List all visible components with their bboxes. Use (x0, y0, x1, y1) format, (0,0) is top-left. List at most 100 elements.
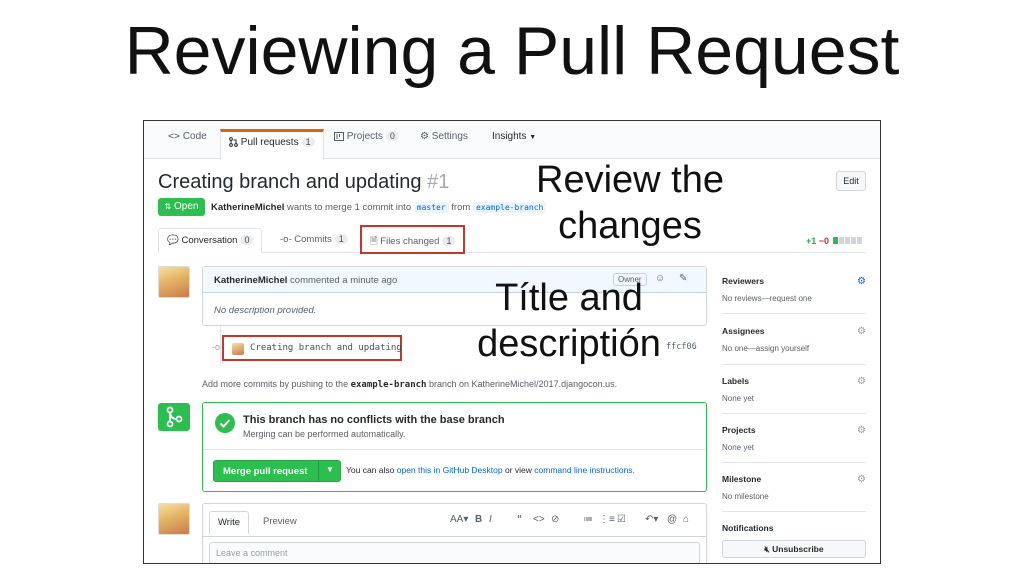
bookmark-icon[interactable]: ⌂ (683, 514, 690, 525)
push-hint-text: branch on (428, 379, 469, 389)
code-icon: <> (168, 131, 181, 142)
comment-timestamp: commented a minute ago (290, 275, 398, 286)
bold-icon[interactable]: B (475, 514, 483, 525)
merge-status-title: This branch has no conflicts with the ba… (243, 414, 505, 426)
sidebar-milestone-title: Milestone (722, 474, 762, 484)
mention-icon[interactable]: @ (667, 514, 678, 525)
sidebar-milestone[interactable]: Milestone No milestone ⚙ (722, 474, 866, 501)
comment-body: No description provided. (214, 305, 317, 316)
tab-preview[interactable]: Preview (263, 516, 297, 527)
head-branch[interactable]: example-branch (472, 202, 547, 213)
sidebar-notifications-title: Notifications (722, 523, 774, 533)
avatar[interactable] (158, 266, 190, 298)
comment-box: KatherineMichel commented a minute ago O… (202, 266, 707, 326)
quote-icon[interactable]: “ (517, 514, 522, 525)
italic-icon[interactable]: I (489, 514, 492, 525)
link-icon[interactable]: ⊘ (551, 514, 560, 525)
commit-sha[interactable]: ffcf06 (666, 342, 697, 352)
gear-icon[interactable]: ⚙ (857, 474, 866, 485)
caret-down-icon[interactable]: ▼ (326, 465, 334, 474)
pr-merge-text: wants to merge 1 commit into (287, 202, 412, 213)
code-icon[interactable]: <> (533, 514, 545, 525)
merge-status-subtitle: Merging can be performed automatically. (243, 429, 406, 439)
merge-button-separator (318, 461, 319, 481)
numbered-list-icon[interactable]: ⋮≡ (599, 514, 615, 525)
tab-insights[interactable]: Insights ▼ (492, 131, 536, 142)
sidebar-reviewers-value: No reviews—request one (722, 294, 812, 303)
pull-request-icon (229, 137, 238, 148)
tab-write[interactable]: Write (209, 511, 249, 534)
avatar (232, 343, 244, 355)
pr-title-text: Creating branch and updating (158, 171, 422, 193)
files-changed-highlight (360, 225, 465, 254)
pr-from-text: from (451, 202, 471, 213)
comment-input[interactable]: Leave a comment (209, 542, 700, 563)
push-hint-branch: example-branch (350, 380, 427, 390)
pr-number: #1 (427, 171, 450, 193)
commit-icon: -o (212, 342, 221, 352)
gear-icon[interactable]: ⚙ (857, 326, 866, 337)
comment-discussion-icon: 💬 (167, 235, 179, 246)
merge-icon (158, 403, 190, 431)
sidebar-assignees[interactable]: Assignees No one—assign yourself ⚙ (722, 326, 866, 353)
commit-message[interactable]: Creating branch and updating (250, 343, 402, 353)
tab-settings[interactable]: ⚙ Settings (420, 131, 468, 142)
bulleted-list-icon[interactable]: ≔ (583, 514, 593, 525)
file-diff-icon: 🗎 (370, 236, 378, 247)
merge-divider (203, 449, 706, 450)
callout-title-line1: Títle and (495, 277, 643, 319)
files-changed-counter: 1 (442, 236, 456, 246)
gear-icon[interactable]: ⚙ (857, 425, 866, 436)
sidebar-notifications: Notifications (722, 523, 866, 533)
diffstat-block (850, 237, 856, 244)
edit-button[interactable]: Edit (836, 171, 866, 191)
comment-author-link[interactable]: KatherineMichel (214, 275, 288, 286)
tab-code[interactable]: <> Code (168, 131, 207, 142)
git-merge-icon (166, 406, 183, 428)
tab-conversation-label: Conversation (181, 235, 238, 246)
avatar[interactable] (158, 503, 190, 535)
comment-author: KatherineMichel commented a minute ago (214, 275, 397, 286)
reply-icon[interactable]: ↶▾ (645, 514, 659, 525)
reaction-icon[interactable]: ☺ (655, 273, 666, 284)
editor-tab-rule (203, 536, 706, 537)
sidebar-reviewers[interactable]: Reviewers No reviews—request one ⚙ (722, 276, 866, 303)
pr-author-link[interactable]: KatherineMichel (211, 202, 285, 213)
text-size-icon[interactable]: AA▾ (450, 514, 469, 525)
merge-pull-request-button[interactable]: Merge pull request ▼ (213, 460, 341, 482)
push-hint-repo: KatherineMichel/2017.djangocon.us. (471, 379, 618, 389)
merge-button-label: Merge pull request (223, 466, 308, 477)
timeline-line (220, 326, 221, 364)
conversation-counter: 0 (240, 235, 254, 245)
sidebar-divider (722, 413, 866, 414)
sidebar-divider (722, 462, 866, 463)
diffstat-additions: +1 (806, 236, 817, 246)
comment-header: KatherineMichel commented a minute ago O… (203, 267, 706, 293)
commit-icon: -o- (280, 234, 292, 245)
unsubscribe-button[interactable]: 🔇︎ Unsubscribe (722, 540, 866, 558)
sidebar-projects[interactable]: Projects None yet ⚙ (722, 425, 866, 452)
edit-pencil-icon[interactable]: ✎ (679, 273, 688, 284)
tab-settings-label: Settings (431, 131, 468, 142)
open-github-desktop-link[interactable]: open this in GitHub Desktop (396, 465, 503, 475)
tab-pull-requests-label: Pull requests (240, 137, 299, 148)
base-branch[interactable]: master (413, 202, 449, 213)
command-line-instructions-link[interactable]: command line instructions. (534, 465, 635, 475)
gear-icon[interactable]: ⚙ (857, 276, 866, 287)
tab-code-label: Code (182, 131, 207, 142)
diffstat: +1 −0 (806, 236, 862, 246)
mute-icon: 🔇︎ (764, 544, 770, 554)
callout-review-changes: Review the changes (510, 158, 750, 249)
task-list-icon[interactable]: ☑ (617, 514, 626, 525)
sidebar-labels[interactable]: Labels None yet ⚙ (722, 376, 866, 403)
tab-insights-label: Insights (492, 131, 527, 142)
tab-commits-label: Commits (294, 234, 332, 245)
gear-icon[interactable]: ⚙ (857, 376, 866, 387)
owner-badge: Owner (613, 273, 647, 286)
